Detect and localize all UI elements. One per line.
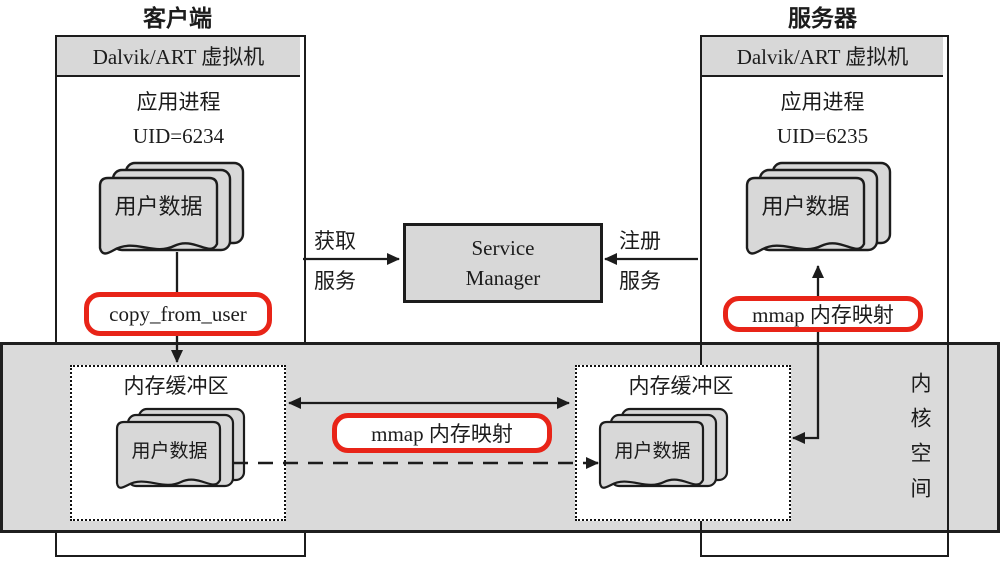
service-manager-box: Service Manager [403,223,603,303]
client-process-label: 应用进程 [136,90,221,114]
right-buffer-doc-label: 用户数据 [614,440,691,462]
left-buffer-data-stack-icon [115,407,246,489]
copy-from-user-badge: copy_from_user [84,292,272,336]
right-buffer-title: 内存缓冲区 [628,374,734,398]
client-title: 客户端 [143,5,212,31]
client-process-box [55,35,306,557]
get-service-label-top: 获取 [314,229,356,253]
register-service-label-bottom: 服务 [619,269,661,293]
server-uid-label: UID=6235 [776,123,869,148]
client-user-data-stack-icon [98,161,245,255]
server-doc-label: 用户数据 [761,194,850,219]
left-buffer-doc-label: 用户数据 [131,440,208,462]
client-uid-label: UID=6234 [132,123,225,148]
server-vm-header: Dalvik/ART 虚拟机 [702,37,943,77]
service-manager-line2: Manager [465,266,541,290]
server-process-label: 应用进程 [780,90,865,114]
server-user-data-stack-icon [745,161,892,255]
register-service-label-top: 注册 [619,229,661,253]
server-process-box [700,35,949,557]
left-buffer-title: 内存缓冲区 [123,374,229,398]
get-service-label-bottom: 服务 [314,269,356,293]
right-buffer-data-stack-icon [598,407,729,489]
service-manager-line1: Service [471,236,535,260]
server-mmap-badge: mmap 内存映射 [723,296,923,332]
kernel-mmap-badge: mmap 内存映射 [332,413,552,453]
server-title: 服务器 [788,5,857,31]
client-vm-header: Dalvik/ART 虚拟机 [57,37,300,77]
kernel-space-label: 内核空间 [908,372,932,512]
client-doc-label: 用户数据 [114,194,203,219]
